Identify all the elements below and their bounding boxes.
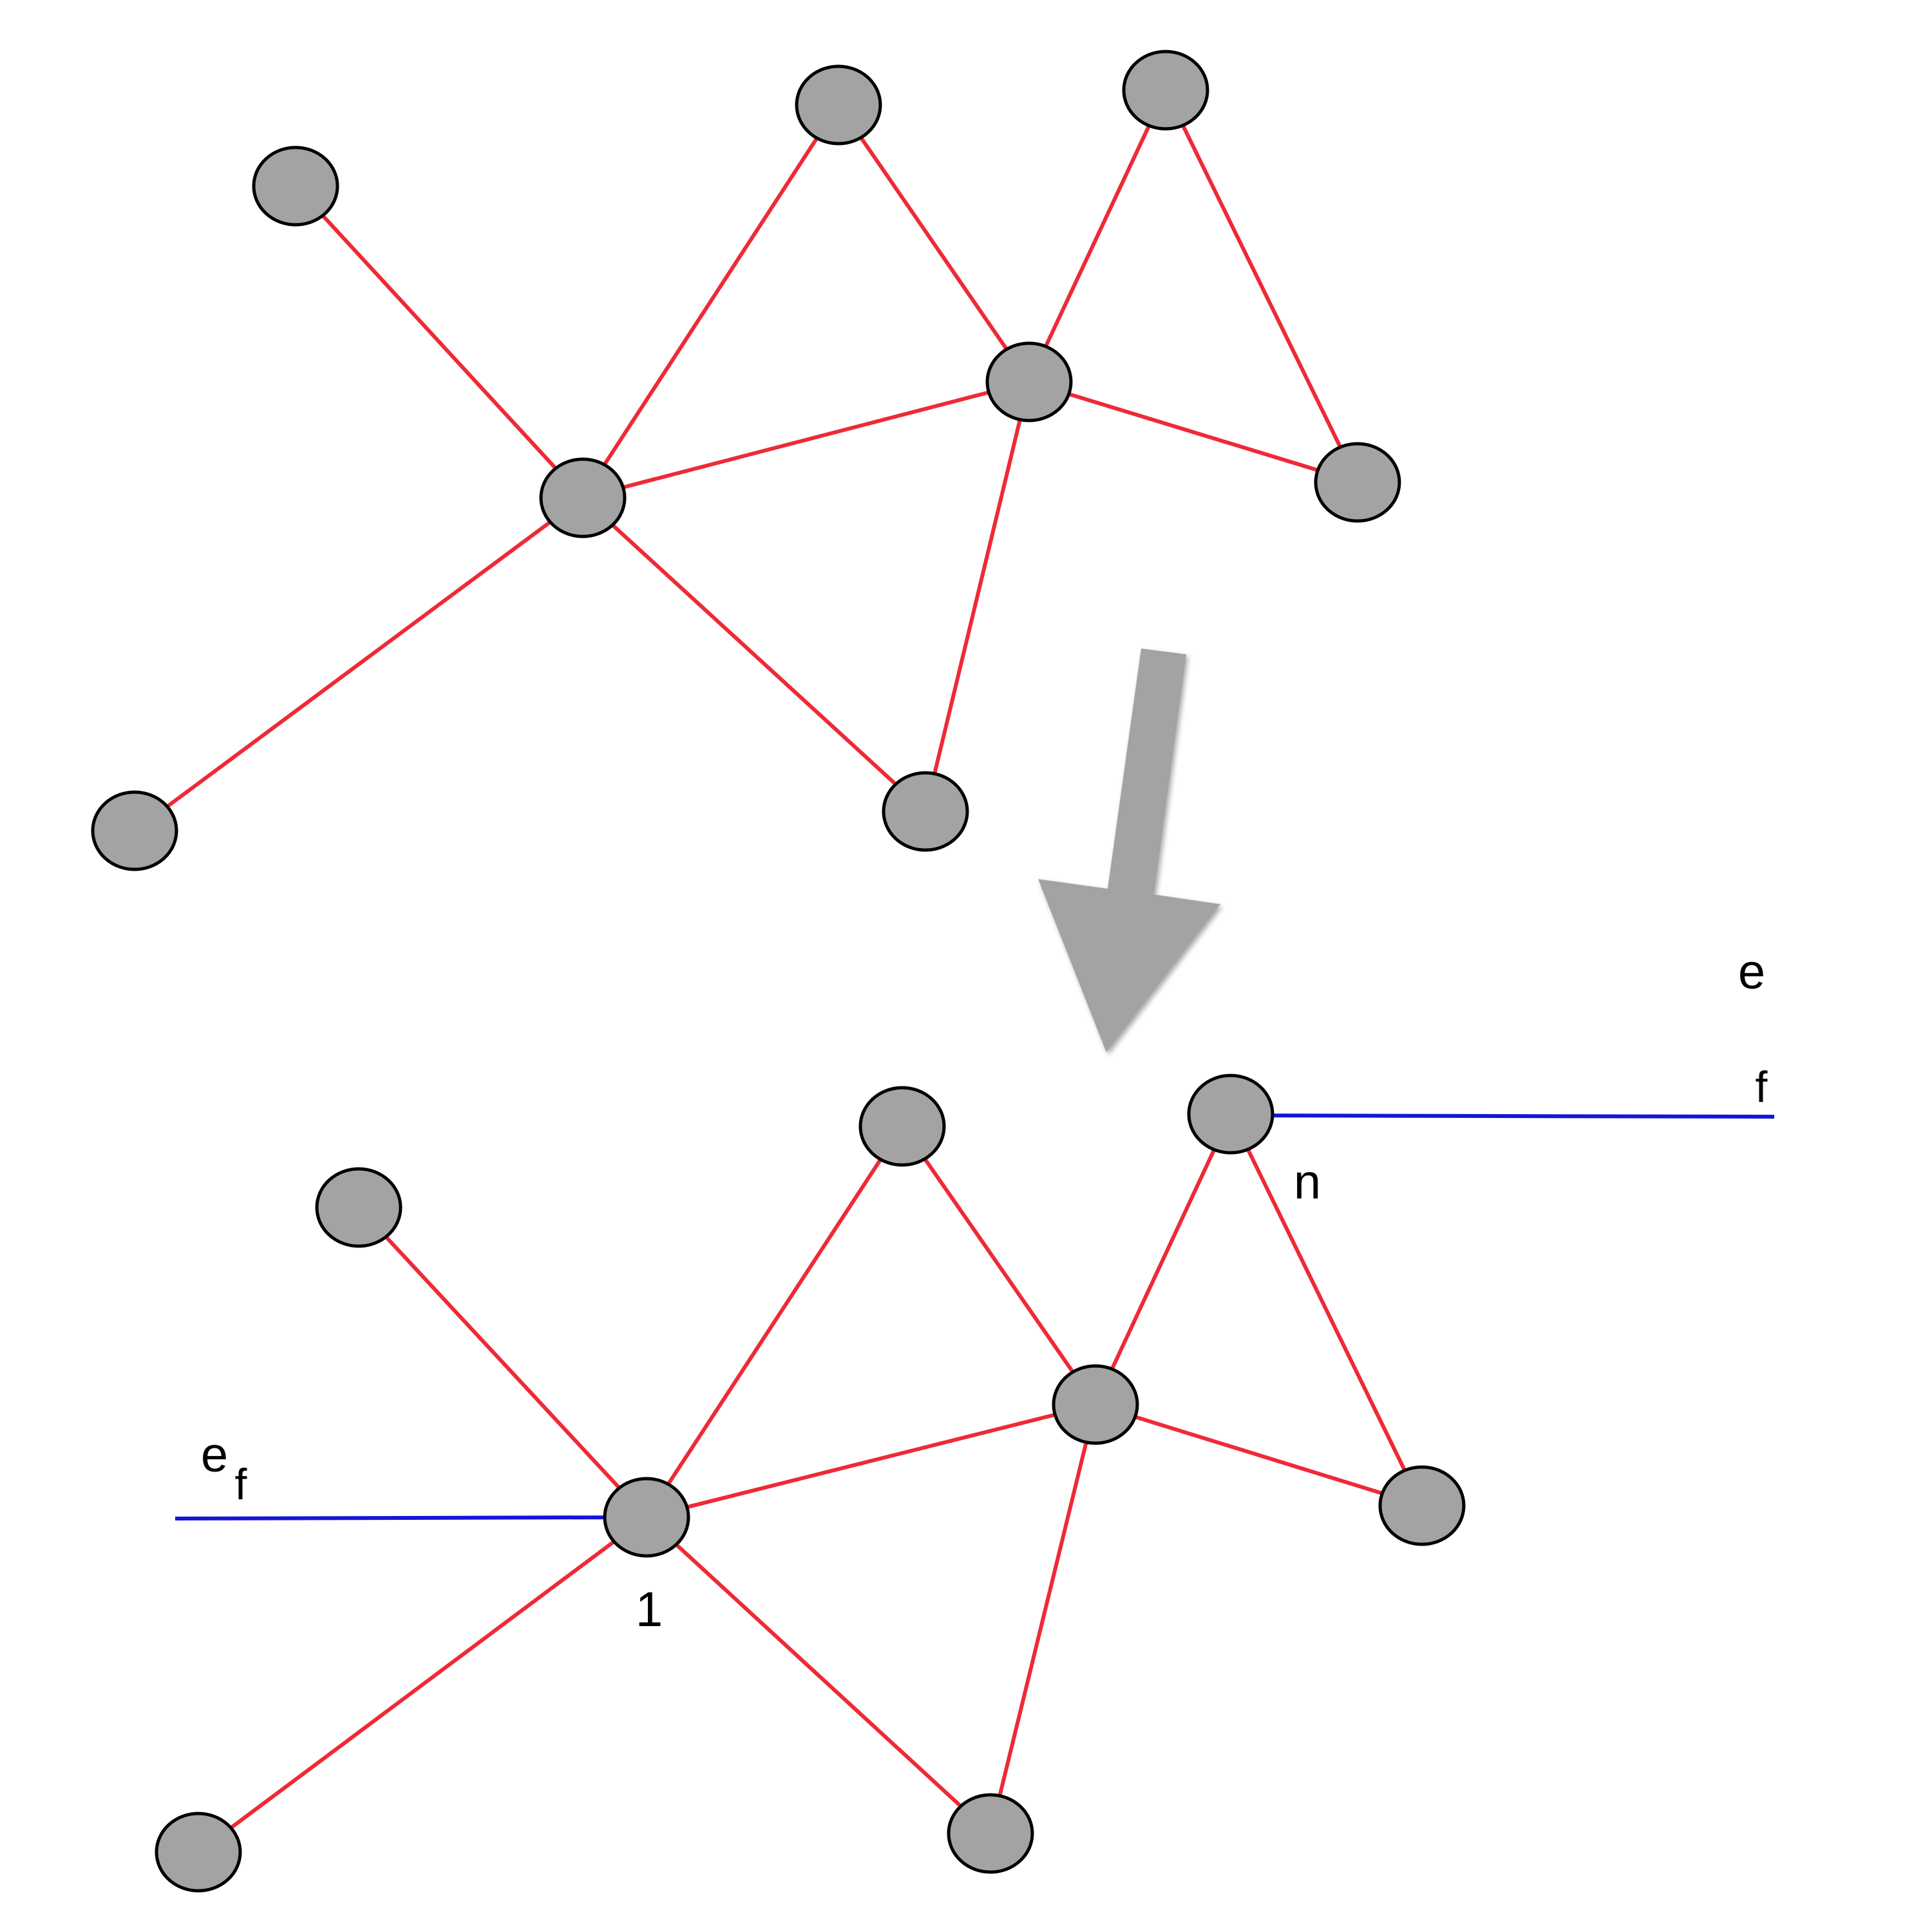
node-label-1: 1: [636, 1582, 663, 1637]
top-graph-edges: [133, 89, 1359, 833]
bottom-graph-external-edges: [175, 1113, 1775, 1520]
graph-node-1: [603, 1477, 690, 1558]
bottom-graph-edges: [197, 1113, 1424, 1854]
edge: [645, 1125, 904, 1519]
graph-node: [882, 771, 969, 852]
edge: [1094, 1113, 1233, 1406]
external-edge-in: [175, 1515, 647, 1520]
edge: [900, 1125, 1097, 1406]
graph-node: [155, 1812, 242, 1893]
graph-node: [858, 1086, 946, 1167]
bottom-graph-nodes: [155, 1074, 1466, 1893]
edge: [923, 381, 1031, 812]
edge: [645, 1515, 992, 1835]
edge: [294, 184, 585, 500]
label-e-in-subscript: f: [235, 1460, 247, 1509]
top-graph-nodes: [91, 50, 1401, 871]
top-graph: [91, 50, 1401, 871]
graph-node: [539, 457, 627, 538]
graph-node: [947, 1793, 1034, 1874]
edge: [133, 496, 584, 833]
label-e-in: e: [201, 1428, 228, 1482]
external-edge-out: [1227, 1113, 1775, 1119]
graph-node: [1052, 1364, 1139, 1445]
graph-node-n: [1187, 1074, 1274, 1155]
graph-node: [315, 1167, 402, 1248]
graph-node: [985, 341, 1073, 422]
graph-node: [252, 146, 339, 227]
edge: [1229, 1113, 1424, 1507]
down-arrow-icon: [1038, 649, 1220, 1052]
edge: [1164, 89, 1359, 484]
edge: [1095, 1403, 1423, 1508]
label-e-out: e: [1738, 945, 1765, 999]
edge: [581, 496, 927, 813]
edge: [1027, 89, 1168, 383]
bottom-graph: 1 n e f e f: [155, 945, 1775, 1893]
label-e-out-subscript: f: [1756, 1063, 1768, 1112]
edge: [1028, 380, 1358, 484]
graph-node: [91, 790, 178, 871]
edge: [646, 1403, 1096, 1519]
graph-node: [795, 64, 882, 146]
graph-node: [1378, 1465, 1466, 1546]
edge: [581, 104, 840, 499]
graph-node: [1314, 442, 1401, 523]
graph-node: [1122, 50, 1209, 131]
edge: [837, 104, 1031, 383]
edge: [582, 380, 1030, 500]
node-label-n: n: [1294, 1155, 1321, 1209]
edge: [357, 1206, 649, 1519]
edge: [197, 1515, 648, 1854]
edge: [989, 1404, 1097, 1834]
